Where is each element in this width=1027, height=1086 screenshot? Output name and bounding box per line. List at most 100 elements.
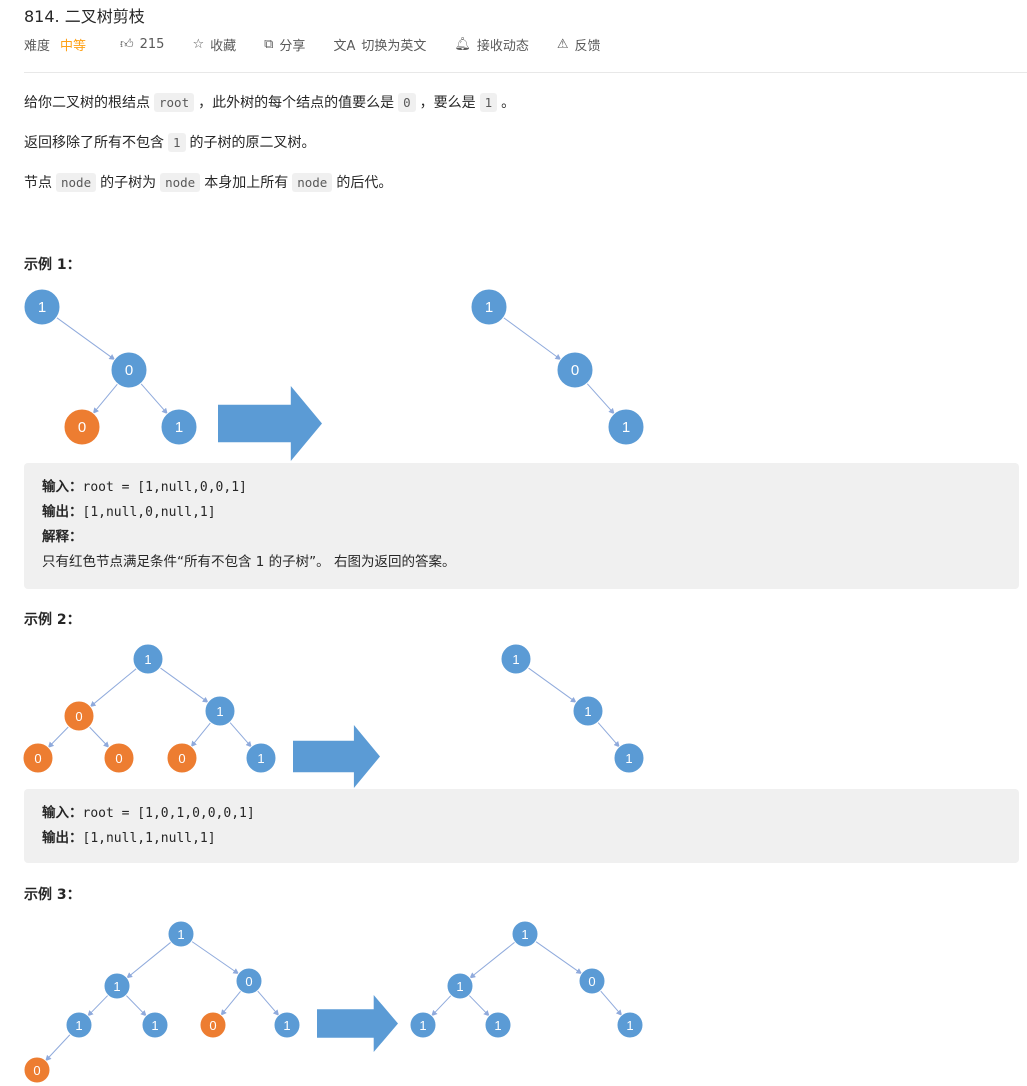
switch-language-label: 切换为英文 (361, 39, 427, 54)
tree-node-label: 0 (571, 362, 579, 379)
tree-node (235, 967, 263, 995)
transform-arrow-icon (317, 995, 398, 1052)
tree-node-label: 1 (456, 979, 463, 994)
tree-edge (190, 722, 211, 748)
tree-node (484, 1011, 512, 1039)
tree-edge (220, 990, 242, 1016)
share-icon: ⧉ (264, 37, 274, 52)
tree-node-label: 1 (494, 1018, 501, 1033)
problem-meta-bar: 难度 中等 👍︎ 215 ☆ 收藏 ⧉分享 文A 切换为英文 🔔︎接收动态 ⚠︎ 反馈 (24, 35, 629, 54)
tree-edge (89, 668, 137, 708)
favorite-button[interactable]: ☆ 收藏 (192, 35, 236, 54)
tree-node (511, 920, 539, 948)
tree-edge (431, 995, 452, 1017)
tree-edge (503, 317, 562, 360)
tree-node-label: 1 (485, 299, 493, 316)
tree-node-label: 1 (419, 1018, 426, 1033)
tree-node (103, 972, 131, 1000)
switch-language-button[interactable]: 文A 切换为英文 (333, 35, 426, 54)
tree-node (578, 967, 606, 995)
tree-node (160, 408, 198, 446)
tree-edge (47, 726, 69, 748)
tree-node-label: 1 (584, 704, 591, 719)
example-1-block: 输入：root = [1,null,0,0,1] 输出：[1,null,0,nu… (24, 463, 1019, 589)
feedback-label: 反馈 (574, 39, 601, 54)
tree-node-label: 1 (625, 751, 632, 766)
tree-node (23, 288, 61, 326)
thumbs-up-icon: 👍︎ (120, 37, 134, 52)
tree-node-label: 1 (151, 1018, 158, 1033)
tree-edge (600, 990, 623, 1016)
tree-edge (535, 941, 583, 975)
tree-edge (257, 990, 280, 1016)
tree-edge (87, 994, 109, 1017)
tree-node-label: 0 (75, 709, 82, 724)
tree-node-label: 0 (33, 1063, 40, 1078)
tree-node (204, 695, 236, 727)
tree-node-label: 0 (125, 362, 133, 379)
bell-icon: 🔔︎ (454, 37, 471, 52)
like-count: 215 (139, 37, 165, 52)
tree-node (141, 1011, 169, 1039)
tree-node-label: 1 (521, 927, 528, 942)
tree-node-label: 1 (175, 419, 183, 436)
tree-node-label: 0 (78, 419, 86, 436)
subscribe-button[interactable]: 🔔︎接收动态 (454, 35, 529, 54)
tree-node-label: 1 (144, 652, 151, 667)
feedback-icon: ⚠︎ (556, 37, 569, 52)
tree-edge (527, 667, 577, 703)
tree-edge (140, 383, 168, 415)
difficulty-label: 难度 (24, 39, 51, 54)
favorite-label: 收藏 (210, 39, 237, 54)
tree-node-label: 0 (178, 751, 185, 766)
tree-edge (56, 317, 116, 361)
tree-node (245, 742, 277, 774)
tree-edge (469, 941, 516, 979)
removed-tree-node (63, 700, 95, 732)
removed-tree-node (22, 742, 54, 774)
tree-node-label: 0 (588, 974, 595, 989)
tree-node-label: 0 (115, 751, 122, 766)
example-1-heading: 示例 1： (24, 257, 81, 273)
problem-title: 814. 二叉树剪枝 (24, 7, 145, 26)
tree-node-label: 1 (113, 979, 120, 994)
removed-tree-node (23, 1056, 51, 1084)
example-3-heading: 示例 3： (24, 887, 81, 903)
tree-node (446, 972, 474, 1000)
tree-node (167, 920, 195, 948)
feedback-button[interactable]: ⚠︎ 反馈 (557, 35, 601, 54)
example-2-heading: 示例 2： (24, 612, 81, 628)
tree-edge (468, 994, 490, 1017)
tree-node-label: 0 (209, 1018, 216, 1033)
tree-node (110, 351, 148, 389)
tree-node-label: 0 (245, 974, 252, 989)
tree-edge (126, 941, 172, 979)
tree-node-label: 1 (626, 1018, 633, 1033)
tree-node-label: 1 (283, 1018, 290, 1033)
tree-node-label: 1 (75, 1018, 82, 1033)
star-icon: ☆ (192, 37, 205, 52)
tree-node (572, 695, 604, 727)
share-button[interactable]: ⧉分享 (264, 35, 305, 54)
tree-node-label: 1 (177, 927, 184, 942)
tree-edge (191, 940, 240, 975)
tree-node (607, 408, 645, 446)
like-button[interactable]: 👍︎ 215 (120, 35, 164, 54)
divider (24, 72, 1027, 73)
tree-node (65, 1011, 93, 1039)
tree-node (470, 288, 508, 326)
tree-node-label: 1 (38, 299, 46, 316)
tree-node (500, 643, 532, 675)
tree-edge (88, 726, 110, 748)
removed-tree-node (166, 742, 198, 774)
removed-tree-node (103, 742, 135, 774)
tree-node-label: 1 (622, 419, 630, 436)
translate-icon: 文A (333, 39, 356, 54)
tree-edge (125, 994, 147, 1017)
difficulty-badge: 中等 (60, 39, 87, 54)
tree-edge (92, 383, 118, 414)
